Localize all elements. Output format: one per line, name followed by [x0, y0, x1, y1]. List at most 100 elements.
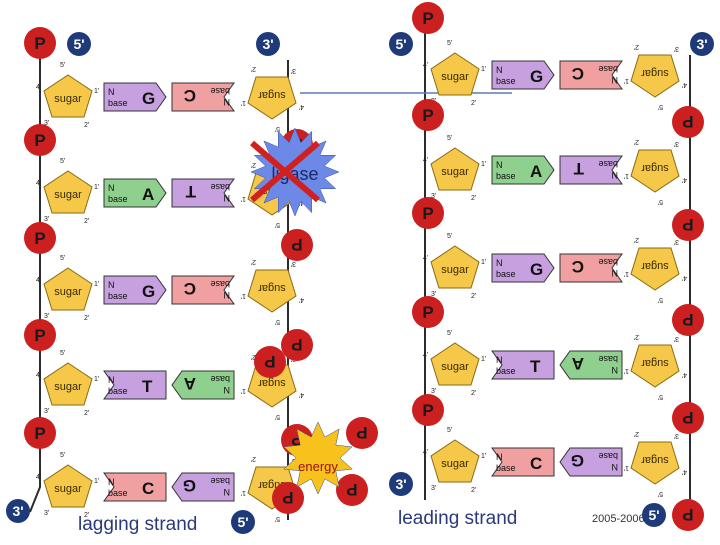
- carbon-5-label: 5': [60, 255, 65, 262]
- base-letter-C: C: [184, 86, 196, 105]
- carbon-3-label: 3': [431, 291, 436, 298]
- base-shape: [559, 60, 623, 90]
- base-letter-G: G: [530, 260, 543, 279]
- base-label-n: N: [612, 75, 619, 85]
- right-daughter-phosphate: P: [412, 99, 444, 131]
- carbon-5-label: 5': [447, 40, 452, 47]
- base-shape: [171, 275, 235, 305]
- carbon-4-label: 4': [36, 277, 41, 284]
- carbon-2-label: 2': [634, 333, 639, 340]
- sugar-label: sugar: [54, 483, 82, 495]
- phosphate-circle: [412, 99, 444, 131]
- sugar-pentagon: [43, 267, 93, 311]
- end-label-text: 5': [648, 507, 659, 523]
- carbon-3-label: 3': [674, 432, 679, 439]
- left-daughter-bottom-end: 5': [231, 510, 255, 534]
- end-circle: [389, 472, 413, 496]
- carbon-1-label: 1': [94, 376, 99, 383]
- base-label-base: base: [210, 279, 230, 289]
- carbon-4-label: 4': [299, 296, 304, 303]
- carbon-1-label: 1': [624, 464, 629, 471]
- sugar-pentagon: [43, 464, 93, 508]
- phosphate-circle: [272, 482, 304, 514]
- carbon-4-label: 4': [36, 180, 41, 187]
- carbon-3-label: 3': [44, 216, 49, 223]
- carbon-4-label: 4': [423, 352, 428, 359]
- right-daughter-phosphate: P: [412, 197, 444, 229]
- carbon-1-label: 1': [241, 195, 246, 202]
- base-label-n: N: [224, 385, 231, 395]
- left-daughter-top-end: 3': [256, 32, 280, 56]
- carbon-2-label: 2': [634, 43, 639, 50]
- carbon-2-label: 2': [251, 455, 256, 462]
- base-letter-C: C: [572, 64, 584, 83]
- carbon-4-label: 4': [682, 468, 687, 475]
- phosphate-circle: [281, 229, 313, 261]
- carbon-2-label: 2': [84, 512, 89, 519]
- sugar-pentagon: [630, 441, 680, 485]
- left-template-phosphate: P: [24, 124, 56, 156]
- cross-line-b: [250, 140, 320, 203]
- base-label-n: N: [224, 97, 231, 107]
- base-label-base: base: [108, 386, 128, 396]
- carbon-4-label: 4': [423, 157, 428, 164]
- base-letter-C: C: [572, 257, 584, 276]
- base-label-n: N: [612, 268, 619, 278]
- base-letter-T: T: [185, 182, 196, 201]
- carbon-1-label: 1': [624, 270, 629, 277]
- base-shape: [491, 447, 555, 477]
- end-label-text: 3': [696, 36, 707, 52]
- base-label-base: base: [210, 476, 230, 486]
- base-letter-T: T: [142, 377, 153, 396]
- sugar-pentagon: [43, 362, 93, 406]
- sugar-pentagon: [430, 439, 480, 483]
- carbon-5-label: 5': [447, 233, 452, 240]
- base-letter-C: C: [184, 279, 196, 298]
- base-shape: [103, 275, 167, 305]
- carbon-4-label: 4': [423, 62, 428, 69]
- carbon-1-label: 1': [481, 259, 486, 266]
- phosphate-label: P: [34, 131, 45, 150]
- base-label-base: base: [598, 451, 618, 461]
- carbon-1-label: 1': [481, 356, 486, 363]
- base-label-n: N: [496, 65, 503, 75]
- right-daughter-phosphate: P: [412, 296, 444, 328]
- base-label-n: N: [224, 487, 231, 497]
- phosphate-label: P: [264, 352, 275, 371]
- base-shape: [103, 178, 167, 208]
- phosphate-label: P: [356, 423, 367, 442]
- base-shape: [171, 82, 235, 112]
- phosphate-circle: [336, 474, 368, 506]
- base-shape: [559, 447, 623, 477]
- left-daughter-phosphate: P: [336, 474, 368, 506]
- carbon-5-label: 5': [658, 296, 663, 303]
- base-label-base: base: [108, 291, 128, 301]
- right-template-phosphate: P: [672, 304, 704, 336]
- carbon-2-label: 2': [471, 293, 476, 300]
- base-label-base: base: [210, 182, 230, 192]
- carbon-1-label: 1': [94, 478, 99, 485]
- carbon-1-label: 1': [624, 367, 629, 374]
- base-label-base: base: [598, 64, 618, 74]
- phosphate-label: P: [34, 326, 45, 345]
- phosphate-label: P: [422, 204, 433, 223]
- phosphate-label: P: [422, 106, 433, 125]
- end-circle: [256, 32, 280, 56]
- left-daughter-phosphate: P: [281, 229, 313, 261]
- left-template-phosphate: P: [24, 27, 56, 59]
- sugar-label: sugar: [641, 260, 669, 272]
- base-letter-C: C: [142, 479, 154, 498]
- right-template-phosphate: P: [672, 499, 704, 531]
